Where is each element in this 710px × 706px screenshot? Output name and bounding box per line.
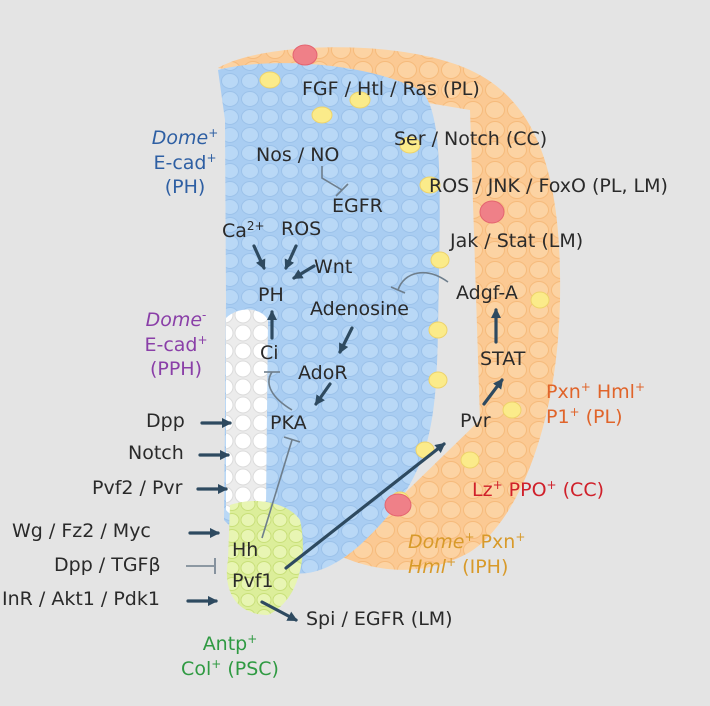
psc-zone — [226, 500, 303, 615]
dpp-label: Dpp — [146, 410, 185, 432]
iph-zone-label: Dome+ Pxn+ Hml+ (IPH) — [408, 530, 526, 578]
pph-zone-label: Dome- E-cad+ (PPH) — [144, 308, 208, 381]
cortical-zone — [218, 47, 561, 570]
ph-node-label: PH — [258, 284, 284, 306]
inhibit-no-egfr — [321, 166, 349, 197]
arrow-ros-ph — [284, 244, 298, 270]
pvf1-label: Pvf1 — [232, 570, 274, 592]
arrow-ador-pka — [314, 382, 332, 406]
hh-label: Hh — [232, 539, 259, 561]
dpp-tgfb-label: Dpp / TGFβ — [54, 554, 161, 576]
arrow-pvf1-pvr — [284, 442, 446, 570]
adenosine-label: Adenosine — [310, 298, 409, 320]
adgf-a-label: Adgf-A — [456, 282, 518, 304]
egfr-label: EGFR — [332, 195, 383, 217]
jak-stat-label: Jak / Stat (LM) — [450, 230, 584, 252]
medullary-zone — [218, 63, 440, 574]
arrow-pvf1-spi — [260, 600, 298, 622]
arrow-wnt-ph — [292, 264, 316, 280]
stat-label: STAT — [480, 348, 526, 370]
wg-fz2-myc-label: Wg / Fz2 / Myc — [12, 520, 151, 542]
fgf-htl-ras-label: FGF / Htl / Ras (PL) — [302, 78, 480, 100]
cc-zone-label: Lz+ PPO+ (CC) — [472, 478, 605, 501]
inhibit-adgf-adenosine — [390, 272, 449, 294]
ser-notch-label: Ser / Notch (CC) — [394, 128, 548, 150]
inhibit-dpp-tgf — [186, 558, 216, 574]
spi-egfr-label: Spi / EGFR (LM) — [306, 608, 453, 630]
notch-label: Notch — [128, 442, 184, 464]
inr-akt1-pdk1-label: InR / Akt1 / Pdk1 — [2, 588, 160, 610]
arrow-adenosine-ador — [338, 326, 354, 354]
inhibit-pka-ci — [264, 371, 293, 411]
pvr-label: Pvr — [460, 410, 491, 432]
ph-zone-label: Dome+ E-cad+ (PH) — [151, 126, 219, 199]
ci-label: Ci — [260, 342, 279, 364]
ros-jnk-foxo-label: ROS / JNK / FoxO (PL, LM) — [429, 175, 668, 197]
posterior-zone-pph — [226, 309, 268, 518]
ros-label: ROS — [281, 218, 322, 240]
wnt-label: Wnt — [314, 256, 353, 278]
inhibit-hh-pka — [261, 436, 301, 539]
crystal-cells — [292, 44, 505, 517]
pka-label: PKA — [270, 412, 307, 434]
pvf2-pvr-label: Pvf2 / Pvr — [92, 477, 183, 499]
ca-label: Ca2+ — [222, 219, 265, 242]
arrow-ca-ph — [252, 244, 266, 270]
nos-no-label: Nos / NO — [256, 144, 340, 166]
psc-zone-label: Antp+ Col+ (PSC) — [181, 632, 279, 680]
ador-label: AdoR — [298, 362, 348, 384]
arrow-pvr-stat — [482, 378, 504, 406]
pl-zone-label: Pxn+ Hml+ P1+ (PL) — [546, 380, 645, 428]
